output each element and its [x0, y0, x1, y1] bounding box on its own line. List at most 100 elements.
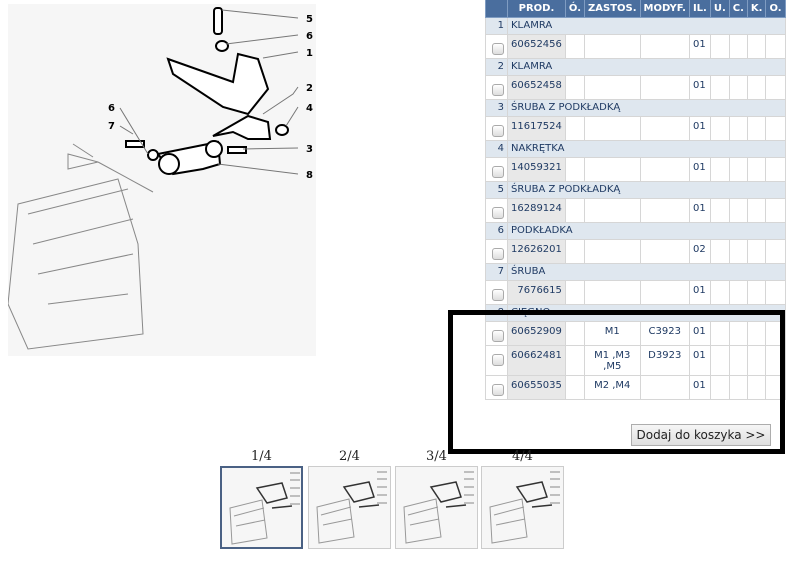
group-name: KLAMRA [507, 58, 786, 76]
quantity-cell: 02 [688, 239, 711, 264]
group-number: 6 [485, 222, 508, 240]
part-number: 16289124 [507, 198, 566, 223]
group-name: ŚRUBA Z PODKŁADKĄ [507, 99, 786, 117]
callout-3: 3 [306, 144, 313, 155]
part-checkbox[interactable] [492, 248, 504, 260]
parts-table: PROD. Ó. ZASTOS. MODYF. IL. U. C. K. O. … [485, 0, 786, 400]
thumbnail-label: 1/4 [251, 449, 272, 464]
modyf-cell [639, 34, 690, 59]
quantity-cell: 01 [688, 116, 711, 141]
col-o2: O. [765, 0, 786, 18]
col-prod: PROD. [507, 0, 566, 18]
callout-8: 8 [306, 170, 313, 181]
part-checkbox[interactable] [492, 354, 504, 366]
thumbnail-label: 3/4 [426, 449, 447, 464]
table-row: 60652456 01 [485, 34, 786, 59]
group-name: PODKŁADKA [507, 222, 786, 240]
group-number: 7 [485, 263, 508, 281]
col-il: IL. [688, 0, 711, 18]
group-name: ŚRUBA Z PODKŁADKĄ [507, 181, 786, 199]
part-checkbox[interactable] [492, 84, 504, 96]
zastos-cell [584, 116, 641, 141]
part-checkbox[interactable] [492, 289, 504, 301]
zastos-cell: M2 ,M4 [584, 375, 641, 400]
part-number: 60652458 [507, 75, 566, 100]
callout-5: 5 [306, 14, 313, 25]
modyf-cell [639, 280, 690, 305]
part-number: 60655035 [507, 375, 566, 400]
col-modyf: MODYF. [639, 0, 690, 18]
table-row: 60652458 01 [485, 75, 786, 100]
zastos-cell [584, 34, 641, 59]
quantity-cell: 01 [688, 157, 711, 182]
part-number: 11617524 [507, 116, 566, 141]
table-row: 12626201 02 [485, 239, 786, 264]
group-name: KLAMRA [507, 17, 786, 35]
group-number: 2 [485, 58, 508, 76]
quantity-cell: 01 [688, 198, 711, 223]
zastos-cell [584, 157, 641, 182]
table-row: 7676615 01 [485, 280, 786, 305]
part-checkbox[interactable] [492, 384, 504, 396]
zastos-cell [584, 239, 641, 264]
exploded-parts-diagram: 5 6 1 2 4 3 8 6 7 [7, 4, 316, 356]
modyf-cell [639, 375, 690, 400]
part-checkbox[interactable] [492, 207, 504, 219]
zastos-cell [584, 75, 641, 100]
group-name: NAKRĘTKA [507, 140, 786, 158]
diagram-thumbnail[interactable] [395, 466, 478, 549]
table-row: 16289124 01 [485, 198, 786, 223]
add-to-cart-button[interactable]: Dodaj do koszyka >> [631, 424, 771, 446]
col-k: K. [746, 0, 767, 18]
table-header: PROD. Ó. ZASTOS. MODYF. IL. U. C. K. O. [485, 0, 786, 18]
part-number: 7676615 [507, 280, 566, 305]
callout-2: 2 [306, 83, 313, 94]
part-number: 60662481 [507, 345, 566, 376]
highlight-box [448, 310, 785, 454]
modyf-cell [639, 198, 690, 223]
callout-7: 7 [108, 121, 115, 132]
part-checkbox[interactable] [492, 330, 504, 342]
thumbnail-label: 4/4 [512, 449, 533, 464]
part-number: 14059321 [507, 157, 566, 182]
zastos-cell [584, 198, 641, 223]
group-number: 4 [485, 140, 508, 158]
callout-1: 1 [306, 48, 313, 59]
zastos-cell [584, 280, 641, 305]
quantity-cell: 01 [688, 34, 711, 59]
part-checkbox[interactable] [492, 125, 504, 137]
col-o: Ó. [564, 0, 586, 18]
callout-4: 4 [306, 103, 313, 114]
table-row: 14059321 01 [485, 157, 786, 182]
col-u: U. [709, 0, 730, 18]
modyf-cell [639, 75, 690, 100]
thumbnail-label: 2/4 [339, 449, 360, 464]
group-number: 3 [485, 99, 508, 117]
diagram-thumbnail[interactable] [481, 466, 564, 549]
part-checkbox[interactable] [492, 166, 504, 178]
modyf-cell [639, 239, 690, 264]
part-checkbox[interactable] [492, 43, 504, 55]
callout-6: 6 [306, 31, 313, 42]
group-number: 5 [485, 181, 508, 199]
group-number: 1 [485, 17, 508, 35]
modyf-cell [639, 116, 690, 141]
part-number: 60652909 [507, 321, 566, 346]
modyf-cell: D3923 [639, 345, 690, 376]
zastos-cell: M1 ,M3 ,M5 [584, 345, 641, 376]
modyf-cell: C3923 [639, 321, 690, 346]
part-number: 60652456 [507, 34, 566, 59]
quantity-cell: 01 [688, 75, 711, 100]
group-name: ŚRUBA [507, 263, 786, 281]
diagram-thumbnail[interactable] [220, 466, 303, 549]
table-row: 11617524 01 [485, 116, 786, 141]
callout-6b: 6 [108, 103, 115, 114]
modyf-cell [639, 157, 690, 182]
diagram-thumbnail[interactable] [308, 466, 391, 549]
